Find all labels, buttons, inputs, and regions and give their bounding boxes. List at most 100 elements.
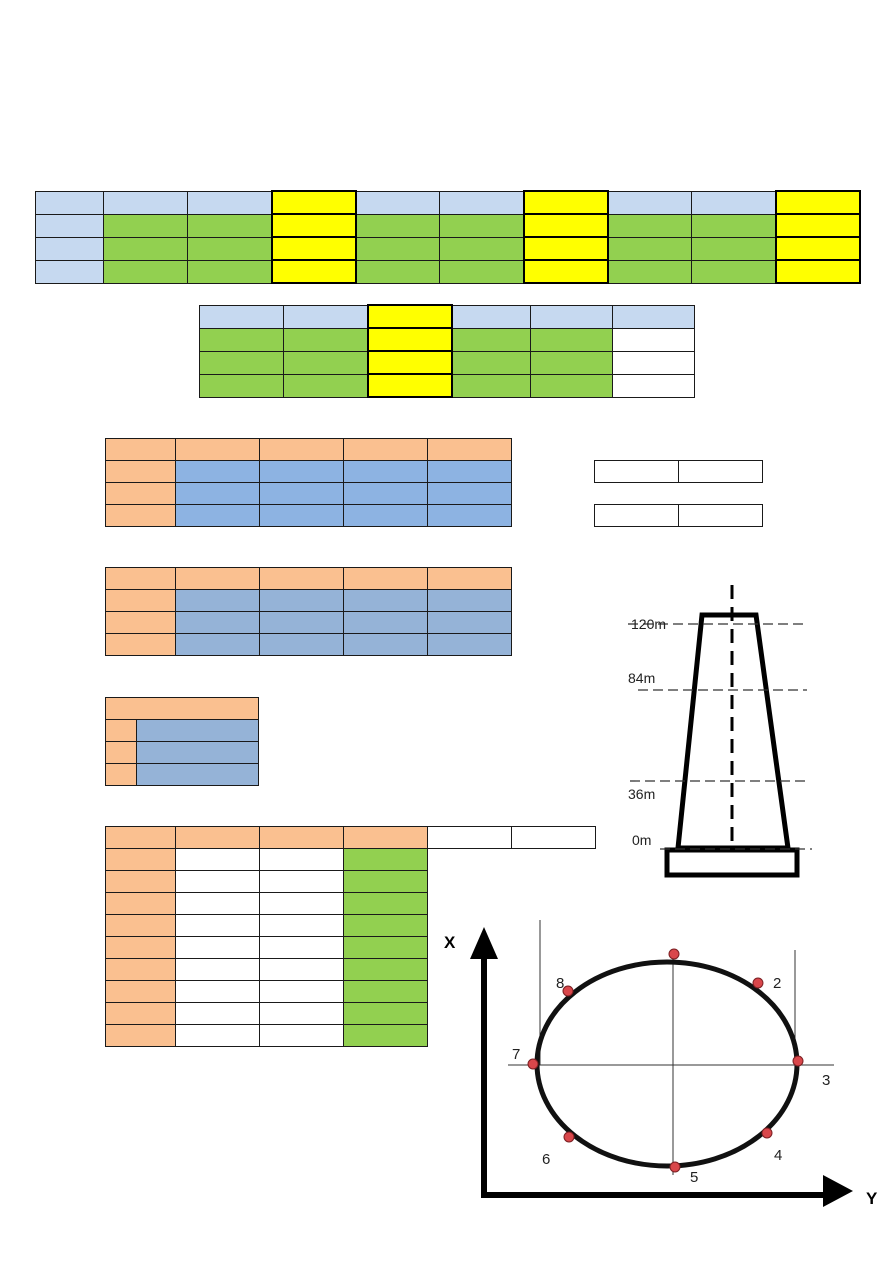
table-cell [612, 373, 695, 398]
table-row [105, 460, 512, 483]
table-row [35, 236, 861, 261]
table-cell [259, 1002, 344, 1025]
table-cell [355, 236, 440, 261]
tower-foundation [664, 847, 800, 878]
table-cell [427, 633, 512, 656]
table-5 [105, 697, 259, 786]
table-cell [35, 190, 104, 215]
table-cell [427, 504, 512, 527]
table-cell [175, 848, 260, 871]
table-cell [343, 482, 428, 505]
table-cell [175, 914, 260, 937]
table-cell [774, 190, 861, 215]
table-3 [105, 438, 512, 527]
table-cell [259, 870, 344, 893]
table-cell [175, 589, 260, 612]
table-row [594, 460, 763, 483]
table-cell [259, 504, 344, 527]
small-box-2 [594, 504, 763, 527]
sensor-point-4 [761, 1127, 773, 1139]
table-row [105, 567, 512, 590]
table-cell [105, 892, 176, 915]
table-cell [522, 236, 609, 261]
table-cell [530, 327, 613, 352]
table-cell [451, 327, 531, 352]
table-row [594, 504, 763, 527]
table-cell [530, 350, 613, 375]
table-cell [283, 350, 368, 375]
table-cell [175, 936, 260, 959]
table-cell [691, 259, 776, 284]
table-row [427, 826, 596, 849]
table-cell [522, 213, 609, 238]
table-cell [774, 213, 861, 238]
table-cell [343, 633, 428, 656]
table-cell [343, 438, 428, 461]
table-cell [343, 870, 428, 893]
table-row [105, 958, 428, 981]
table-row [105, 763, 259, 786]
table-cell [451, 304, 531, 329]
table-cell [105, 870, 176, 893]
table-cell [343, 958, 428, 981]
table-cell [343, 936, 428, 959]
table-cell [187, 190, 272, 215]
table-cell [427, 460, 512, 483]
table-cell [105, 633, 176, 656]
table-cell [105, 719, 137, 742]
table-cell [105, 1002, 176, 1025]
table-cell [439, 259, 524, 284]
table-cell [366, 327, 453, 352]
sensor-figure: X Y 2 3 4 5 6 7 8 [444, 920, 878, 1208]
table-cell [175, 633, 260, 656]
table-cell [530, 373, 613, 398]
table-cell [105, 567, 176, 590]
table-cell [136, 763, 259, 786]
table-cell [199, 350, 284, 375]
table-cell [259, 1024, 344, 1047]
sensor-point-3 [792, 1055, 804, 1067]
table-cell [283, 373, 368, 398]
table-cell [451, 350, 531, 375]
table-cell [259, 980, 344, 1003]
table-cell [105, 1024, 176, 1047]
table-cell [259, 438, 344, 461]
table-cell [612, 350, 695, 375]
table-cell [259, 914, 344, 937]
table-cell [427, 567, 512, 590]
table-row [105, 914, 428, 937]
table-cell [175, 460, 260, 483]
sensor-point-5 [669, 1161, 681, 1173]
table-cell [343, 567, 428, 590]
table-cell [343, 504, 428, 527]
level-label-120m: 120m [631, 616, 666, 632]
table-cell [343, 460, 428, 483]
table-cell [187, 259, 272, 284]
table-cell [678, 460, 763, 483]
point-label-3: 3 [822, 1072, 830, 1089]
table-cell [187, 213, 272, 238]
table-cell [259, 567, 344, 590]
table-row [35, 259, 861, 284]
table-cell [105, 460, 176, 483]
table-row [105, 697, 259, 720]
table-cell [175, 567, 260, 590]
table-cell [774, 236, 861, 261]
table-cell [103, 190, 188, 215]
table-cell [607, 236, 692, 261]
table-row [105, 611, 512, 634]
table-cell [427, 611, 512, 634]
table-cell [691, 190, 776, 215]
table-cell [343, 1002, 428, 1025]
table-cell [427, 482, 512, 505]
table-cell [259, 460, 344, 483]
axis-label-y: Y [866, 1189, 878, 1208]
table-cell [175, 958, 260, 981]
table-cell [270, 259, 357, 284]
table-cell [105, 589, 176, 612]
axis-label-x: X [444, 933, 456, 952]
table-cell [175, 980, 260, 1003]
table-cell [105, 504, 176, 527]
table-cell [105, 611, 176, 634]
table-cell [175, 611, 260, 634]
